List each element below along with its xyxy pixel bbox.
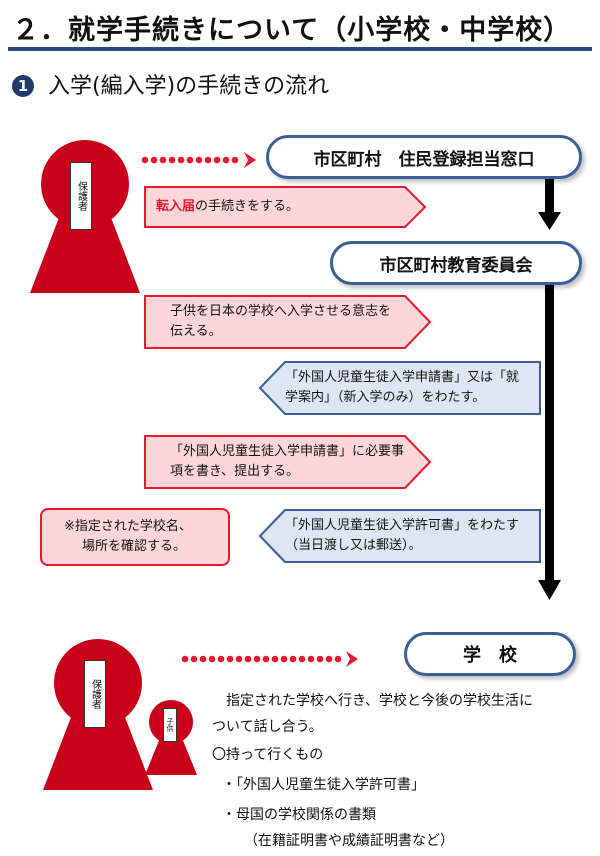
- title-underline: [8, 47, 592, 51]
- down-arrow-icon: [538, 175, 561, 230]
- section-heading: 1 入学(編入学)の手続きの流れ: [12, 68, 329, 100]
- application-fill-line: 「外国人児童生徒入学申請書」に必要事: [170, 444, 405, 459]
- application-give-step: 「外国人児童生徒入学申請書」又は「就 学案内」（新入学のみ）をわたす。: [285, 368, 519, 408]
- application-fill-line: 項を書き、提出する。: [170, 464, 300, 479]
- application-fill-step: 「外国人児童生徒入学申請書」に必要事 項を書き、提出する。: [170, 442, 404, 482]
- dotted-arrow-icon: [181, 651, 358, 667]
- visit-line: 指定された学校へ行き、学校と今後の学校生活に: [226, 693, 534, 709]
- permit-step: 「外国人児童生徒入学許可書」をわたす （当日渡し又は郵送）。: [285, 516, 519, 556]
- note-line: ※指定された学校名、: [64, 519, 192, 534]
- registration-office-box: 市区町村 住民登録担当窓口: [266, 135, 582, 179]
- visit-line: ついて話し合う。: [212, 719, 323, 735]
- guardian-label: 保護者: [84, 660, 106, 728]
- board-of-education-box: 市区町村教育委員会: [330, 241, 582, 285]
- move-in-text: の手続きをする。: [195, 199, 300, 214]
- bring-item: ・母国の学校関係の書類: [222, 807, 376, 823]
- application-give-line: 学案内」（新入学のみ）をわたす。: [285, 390, 486, 405]
- school-box: 学 校: [404, 632, 576, 676]
- bring-item: ・「外国人児童生徒入学許可書」: [222, 777, 425, 793]
- arrow-box: [258, 509, 541, 563]
- guardian-label: 保護者: [70, 162, 92, 230]
- permit-line: 「外国人児童生徒入学許可書」をわたす: [285, 518, 520, 533]
- bring-item-note: （在籍証明書や成績証明書など）: [244, 833, 454, 849]
- arrow-box: [144, 295, 432, 349]
- move-in-highlight: 転入届: [156, 199, 196, 214]
- page-title: ２．就学手続きについて（小学校・中学校）: [12, 15, 572, 46]
- move-in-step: 転入届の手続きをする。: [156, 197, 299, 217]
- intent-line: 子供を日本の学校へ入学させる意志を: [170, 304, 392, 319]
- bring-heading: 〇持って行くもの: [212, 747, 324, 763]
- arrow-box: [144, 186, 427, 228]
- application-give-line: 「外国人児童生徒入学申請書」又は「就: [285, 370, 520, 385]
- intent-line: 伝える。: [170, 324, 222, 339]
- note-text: ※指定された学校名、 場所を確認する。: [64, 517, 192, 557]
- section-number-icon: 1: [12, 75, 34, 97]
- down-arrow-icon: [538, 285, 561, 600]
- arrow-box: [144, 435, 432, 489]
- arrow-box: [258, 361, 541, 415]
- child-label: 子供: [163, 708, 177, 742]
- note-line: 場所を確認する。: [82, 539, 187, 554]
- dotted-arrow-icon: [141, 152, 256, 168]
- section-title: 入学(編入学)の手続きの流れ: [48, 74, 330, 99]
- intent-step: 子供を日本の学校へ入学させる意志を 伝える。: [170, 302, 391, 342]
- permit-line: （当日渡し又は郵送）。: [285, 538, 422, 553]
- note-box: [40, 508, 230, 566]
